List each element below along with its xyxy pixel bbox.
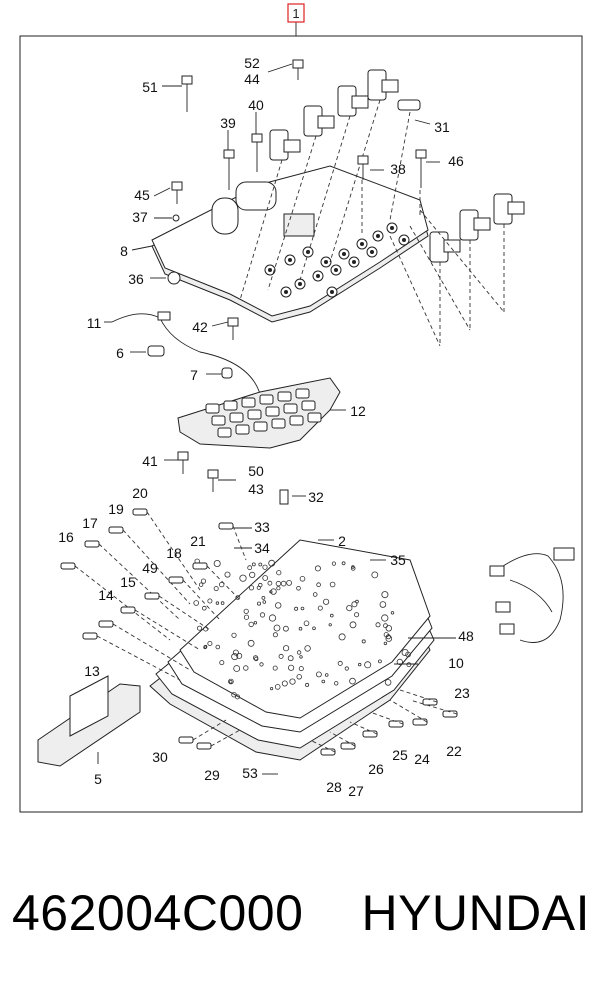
- callout-49: 49: [142, 560, 158, 576]
- valve-pins: [60, 508, 458, 756]
- callout-24: 24: [414, 751, 430, 767]
- parts-exploded-diagram: 1: [19, 3, 583, 813]
- callout-43: 43: [248, 481, 264, 497]
- callout-41: 41: [142, 453, 158, 469]
- brand-name: HYUNDAI: [361, 885, 590, 941]
- callout-13: 13: [84, 663, 100, 679]
- caption-bar: 462004C000 HYUNDAI: [0, 868, 600, 958]
- callout-53: 53: [242, 765, 258, 781]
- callout-23: 23: [454, 685, 470, 701]
- upper-valve-body: [151, 165, 429, 323]
- callout-6: 6: [116, 345, 124, 361]
- callout-17: 17: [82, 515, 98, 531]
- callout-14: 14: [98, 587, 114, 603]
- callout-30: 30: [152, 749, 168, 765]
- callout-44: 44: [244, 71, 260, 87]
- solenoid-group-top: [269, 69, 525, 263]
- callout-48: 48: [458, 628, 474, 644]
- harness-and-gasket: [111, 311, 341, 449]
- callout-34: 34: [254, 540, 270, 556]
- callout-2: 2: [338, 533, 346, 549]
- bolts-upper: [167, 59, 427, 505]
- callout-11: 11: [87, 315, 102, 331]
- diagram-frame: [19, 35, 583, 813]
- callout-50: 50: [248, 463, 264, 479]
- callout-39: 39: [220, 115, 236, 131]
- callout-26: 26: [368, 761, 384, 777]
- callout-38: 38: [390, 161, 406, 177]
- callout-52: 52: [244, 55, 260, 71]
- callout-22: 22: [446, 743, 462, 759]
- leader-lines: [97, 63, 456, 775]
- callout-18: 18: [166, 545, 182, 561]
- callout-16: 16: [58, 529, 74, 545]
- assembly-ref: 1: [292, 6, 299, 21]
- callout-42: 42: [192, 319, 208, 335]
- callout-40: 40: [248, 97, 264, 113]
- callout-15: 15: [120, 574, 136, 590]
- callout-51: 51: [142, 79, 158, 95]
- callout-35: 35: [390, 552, 406, 568]
- tcm-bracket: [37, 675, 141, 767]
- side-harness: [489, 547, 575, 643]
- callout-8: 8: [120, 243, 128, 259]
- callout-45: 45: [134, 187, 150, 203]
- callout-labels: 2567810111213141516171819202122232425262…: [58, 55, 474, 799]
- callout-31: 31: [434, 119, 450, 135]
- callout-5: 5: [94, 771, 102, 787]
- callout-37: 37: [132, 209, 148, 225]
- part-number: 462004C000: [12, 885, 304, 941]
- callout-20: 20: [132, 485, 148, 501]
- callout-12: 12: [350, 403, 366, 419]
- callout-33: 33: [254, 519, 270, 535]
- callout-29: 29: [204, 767, 220, 783]
- callout-19: 19: [108, 501, 124, 517]
- callout-28: 28: [326, 779, 342, 795]
- callout-46: 46: [448, 153, 464, 169]
- callout-25: 25: [392, 747, 408, 763]
- callout-36: 36: [128, 271, 144, 287]
- solenoid-dash-lines: [239, 99, 505, 347]
- callout-7: 7: [190, 367, 198, 383]
- callout-27: 27: [348, 783, 364, 799]
- callout-32: 32: [308, 489, 324, 505]
- assembly-ref-box: [287, 3, 305, 23]
- callout-21: 21: [190, 533, 206, 549]
- callout-10: 10: [448, 655, 464, 671]
